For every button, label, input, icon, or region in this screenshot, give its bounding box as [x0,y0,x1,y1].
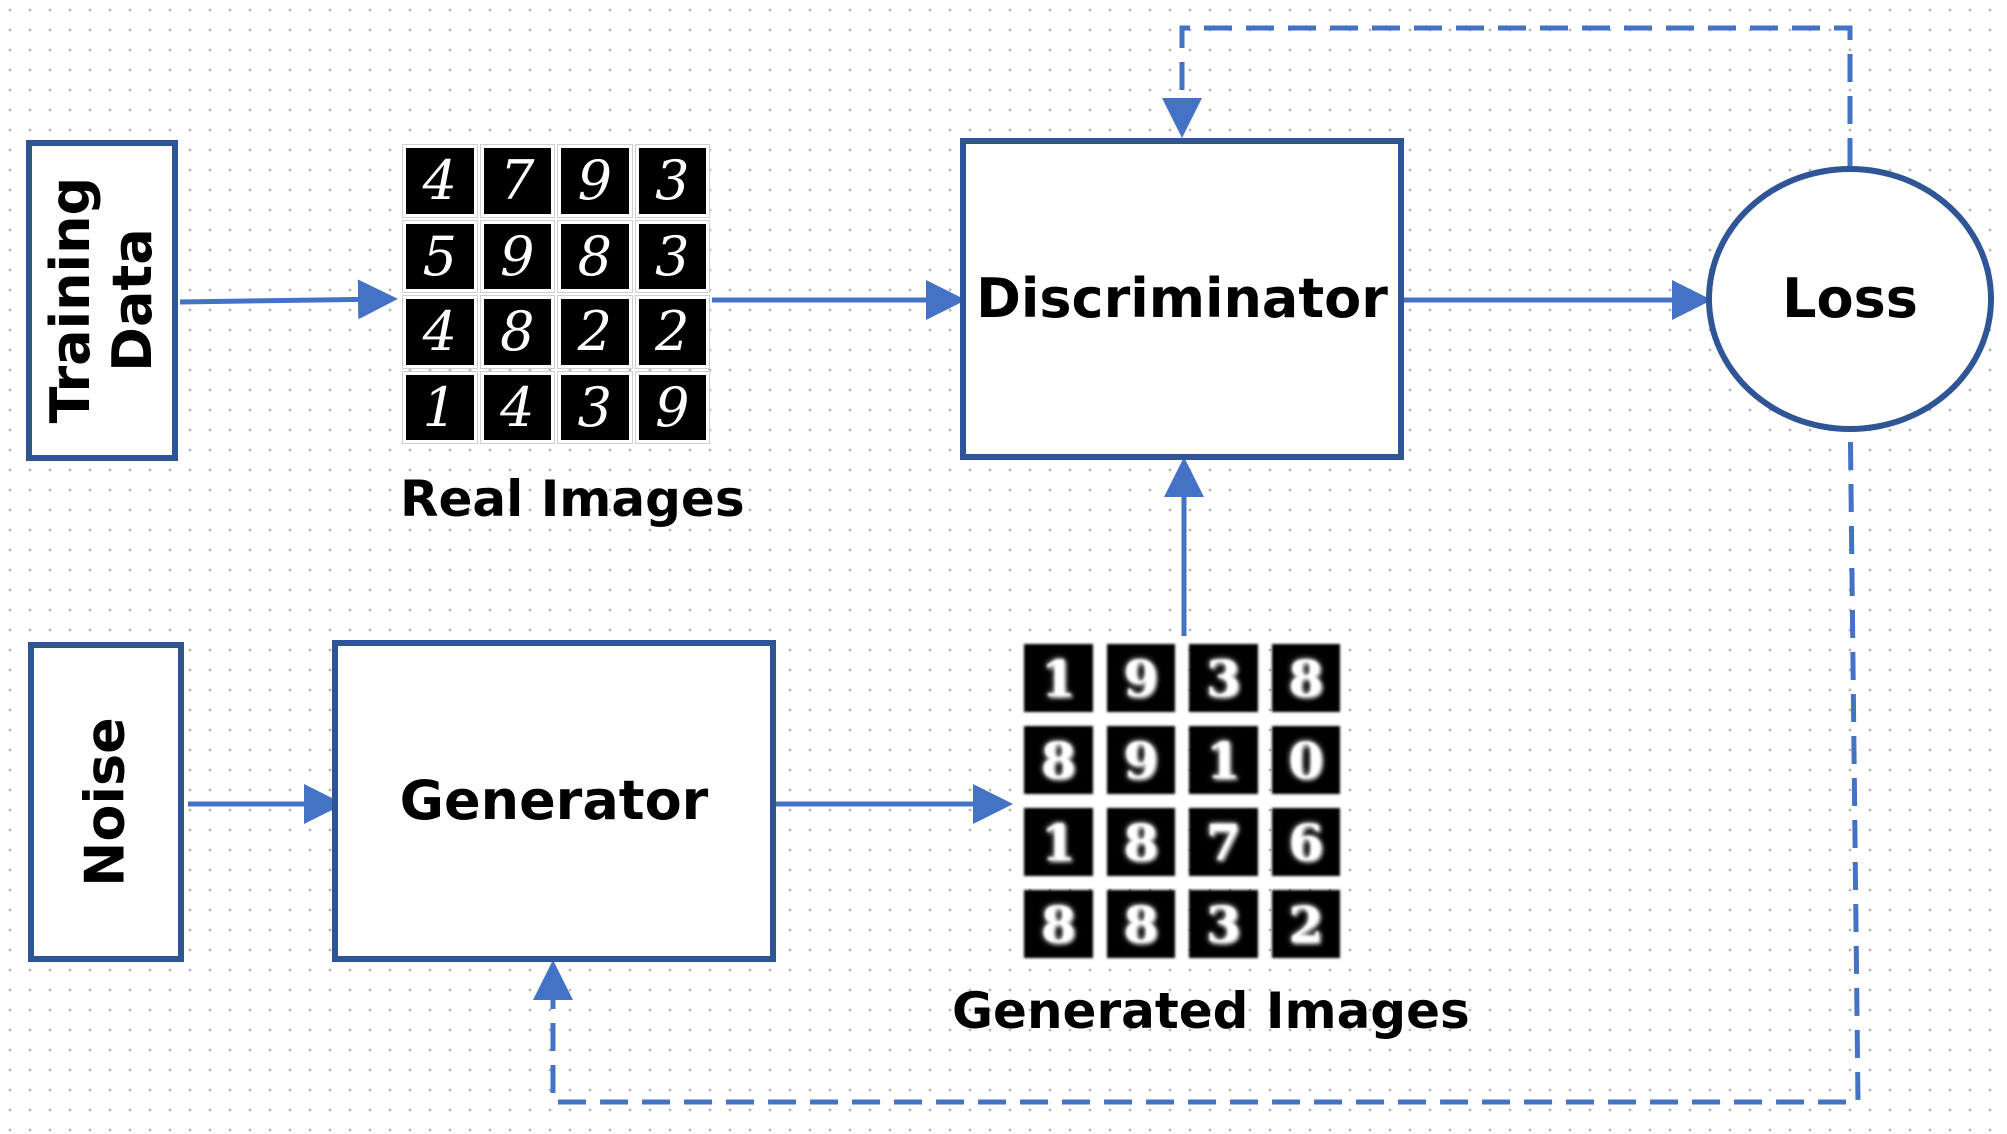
generator-box: Generator [332,640,776,962]
real-digit: 3 [638,223,706,289]
real-digit: 8 [561,223,629,289]
generated-digit: 9 [1106,726,1175,794]
training-data-label: Training Data [38,177,165,424]
training-data-box: Training Data [26,140,178,461]
generated-digit: 7 [1189,808,1258,876]
dashed-loss-to-generator [533,399,1861,1105]
generated-digit: 9 [1106,644,1175,712]
noise-label: Noise [73,717,137,887]
real-digit: 2 [638,299,706,365]
real-digit: 1 [406,374,474,440]
generated-digit: 3 [1189,644,1258,712]
generated-digit: 8 [1024,890,1093,958]
real-digit: 9 [483,223,551,289]
generated-digit: 3 [1189,890,1258,958]
real-digit: 3 [638,148,706,214]
generator-label: Generator [399,768,709,832]
real-digit: 9 [638,374,706,440]
real-digit: 5 [406,223,474,289]
real-digit: 3 [561,374,629,440]
real-digit: 4 [406,299,474,365]
generated-images-caption: Generated Images [952,982,1470,1040]
real-digit: 9 [561,148,629,214]
real-digit: 4 [406,148,474,214]
noise-box: Noise [28,642,184,962]
loss-node: Loss [1706,166,1994,432]
generated-digit: 8 [1271,644,1340,712]
dashed-loss-to-discriminator [1162,25,1853,166]
generated-digit: 6 [1271,808,1340,876]
arrow-training-to-real [179,279,398,320]
real-digit: 8 [483,299,551,365]
discriminator-label: Discriminator [976,266,1388,330]
real-digit: 7 [483,148,551,214]
loss-label: Loss [1782,266,1918,330]
real-images-caption: Real Images [400,470,745,528]
real-digit: 2 [561,299,629,365]
generated-digit: 8 [1106,890,1175,958]
generated-digit: 0 [1271,726,1340,794]
discriminator-box: Discriminator [960,138,1404,460]
generated-digit: 8 [1024,726,1093,794]
generated-digit: 1 [1024,808,1093,876]
generated-digit: 1 [1024,644,1093,712]
generated-digit: 1 [1189,726,1258,794]
generated-digit: 8 [1106,808,1175,876]
generated-digit: 2 [1271,890,1340,958]
real-digit: 4 [483,374,551,440]
